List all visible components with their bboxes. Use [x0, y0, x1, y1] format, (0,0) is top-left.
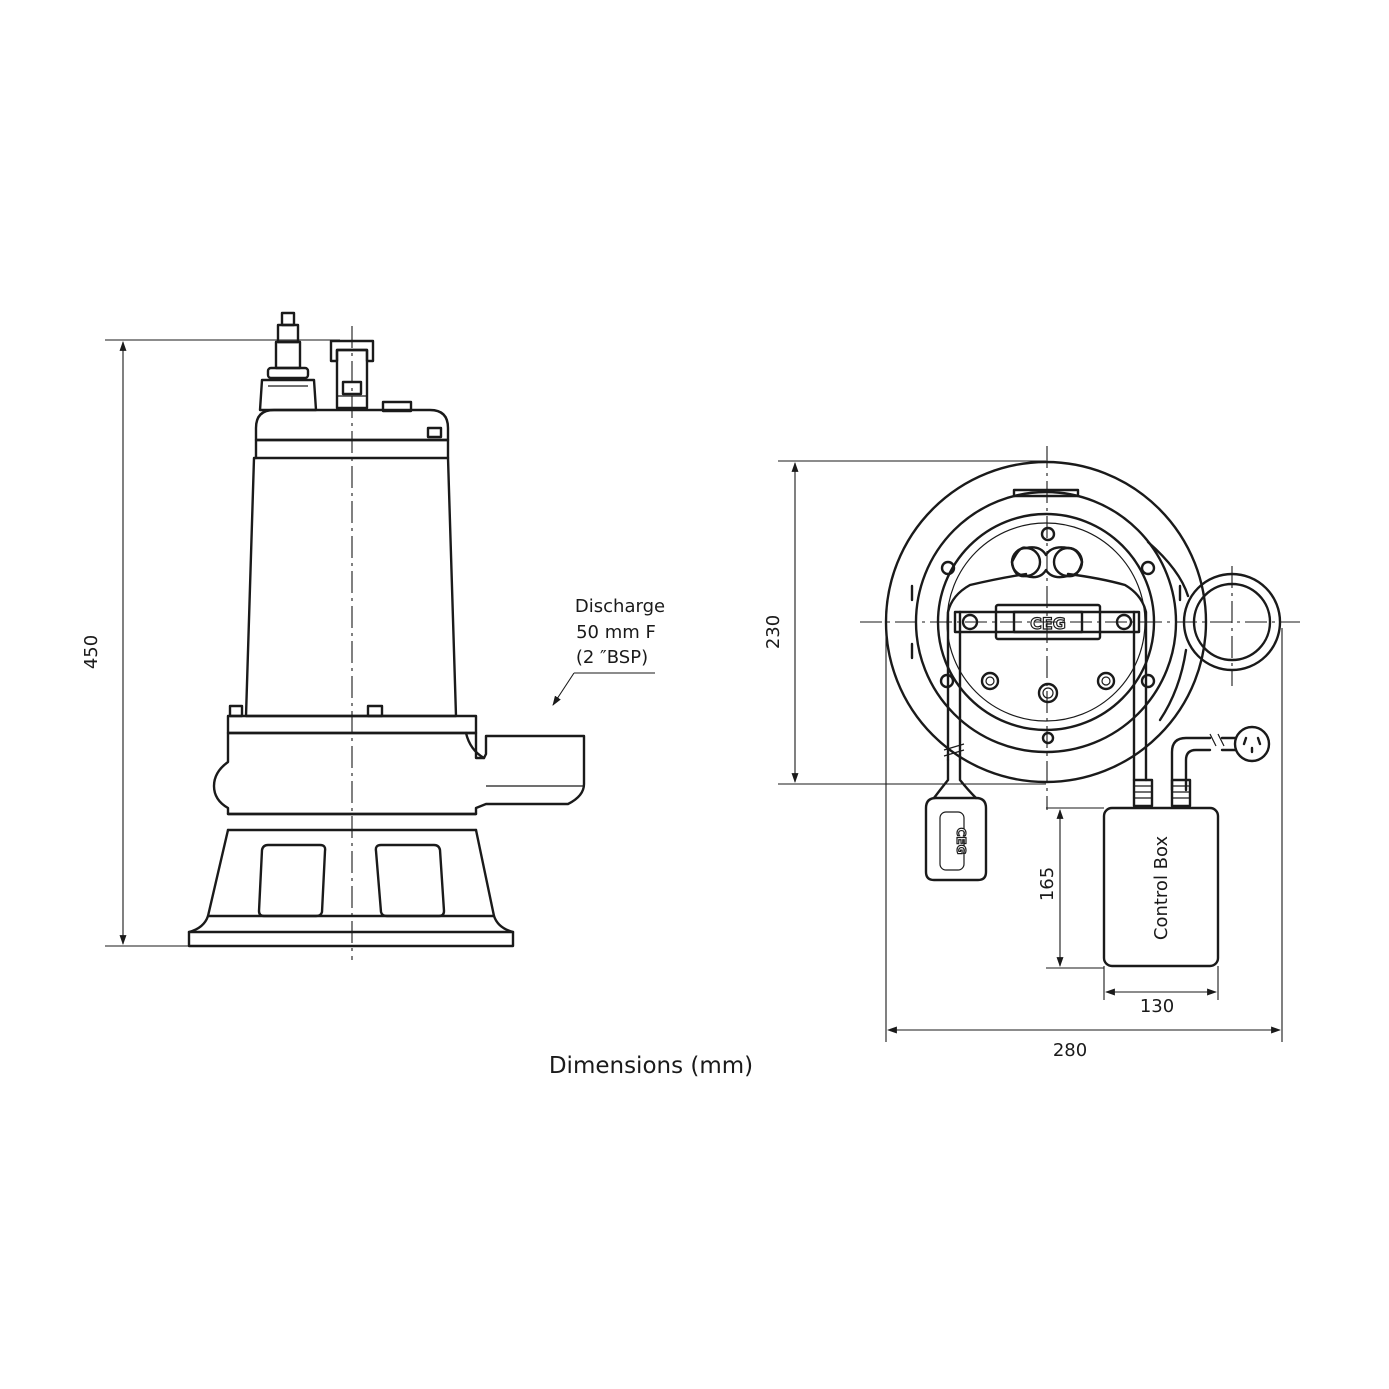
cable-entries: [1010, 546, 1084, 579]
discharge-size-inch: (2 ″BSP): [576, 647, 648, 668]
caption: Dimensions (mm): [549, 1053, 753, 1079]
brand-logo: CEG: [1030, 614, 1066, 633]
height-dimension: 450: [81, 339, 340, 947]
float-switch-logo: CEG: [954, 828, 968, 855]
overall-width-value: 280: [1053, 1040, 1087, 1061]
discharge-size-mm: 50 mm F: [576, 622, 656, 643]
motor-cover: [254, 408, 450, 442]
control-box-label: Control Box: [1151, 836, 1172, 941]
control-box-height-dimension: 165: [1037, 807, 1104, 969]
discharge-pipe-top: [1146, 540, 1282, 722]
control-box-width-value: 130: [1140, 996, 1174, 1017]
flange-bolt: [366, 704, 384, 718]
cable-glands: [1132, 778, 1192, 808]
control-box: Control Box: [1102, 778, 1220, 968]
overall-width-dimension: 280: [885, 628, 1283, 1061]
pump-diameter-dimension: 230: [763, 460, 1046, 785]
power-plug: [1170, 725, 1271, 792]
motor-housing: [244, 438, 458, 718]
cover-bolt: [426, 426, 443, 439]
control-box-width-dimension: 130: [1103, 966, 1219, 1017]
flange-bolt: [228, 704, 244, 718]
discharge-note: Discharge 50 mm F (2 ″BSP): [552, 596, 665, 706]
control-box-height-value: 165: [1037, 867, 1058, 901]
cable-gland: [258, 311, 318, 412]
base-stand: [206, 828, 496, 918]
pump-top-view: CEG: [860, 446, 1300, 810]
cable-clamp: CEG: [953, 603, 1141, 641]
height-dimension-value: 450: [81, 635, 102, 669]
outer-casing: [884, 460, 1208, 784]
float-switch: CEG: [924, 758, 988, 882]
volute: [212, 731, 586, 816]
discharge-label: Discharge: [575, 596, 665, 617]
pump-diameter-value: 230: [763, 615, 784, 649]
pump-side-view: [187, 311, 586, 960]
base-plate: [187, 930, 515, 948]
